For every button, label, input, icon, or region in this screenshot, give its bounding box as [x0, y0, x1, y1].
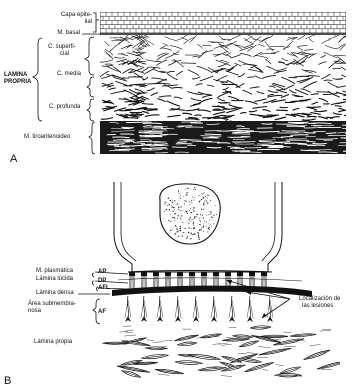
- bracket-epithelium: [93, 13, 96, 32]
- bracket-lamina-propria: [33, 38, 42, 121]
- label-c-superficial-2: cial: [60, 51, 69, 57]
- epithelial-layer: [100, 12, 346, 33]
- panel-b-brackets: [78, 272, 290, 324]
- panel-b-letter: B: [4, 375, 11, 387]
- label-c-profunda: C. profunda: [49, 104, 80, 110]
- label-afl: AFL: [98, 285, 110, 291]
- label-localizacion-2: las lesiones: [302, 303, 333, 309]
- label-lamina-densa: Lámina densa: [36, 290, 74, 296]
- panel-a-tissue: [100, 12, 352, 154]
- label-capa-epitelial-1: Capa epite-: [20, 12, 92, 18]
- anchoring-fibrils: [125, 296, 273, 322]
- lamina-densa-band: [112, 286, 312, 297]
- nucleus: [160, 184, 220, 244]
- label-lamina-propria-1: LAMINA: [4, 72, 27, 78]
- label-c-media: C. media: [57, 71, 81, 77]
- thyroarytenoid-muscle: [100, 121, 352, 154]
- label-localizacion-1: Localización de: [299, 296, 340, 302]
- panel-a-letter: A: [10, 153, 17, 165]
- bracket-superficial: [85, 37, 94, 75]
- panel-b-cell: [114, 182, 282, 272]
- label-m-plasmatica: M. plasmática: [36, 268, 73, 274]
- label-dp: DP: [98, 278, 106, 284]
- bracket-muscle: [89, 122, 95, 154]
- bracket-profunda: [87, 99, 94, 121]
- label-m-basal: M. basal: [20, 30, 80, 36]
- lamina-propria-fibers: [100, 26, 352, 122]
- label-ap: AP: [98, 269, 106, 275]
- label-lamina-propria-2: PROPRIA: [4, 79, 31, 85]
- label-lamina-lucida: Lámina lúcida: [36, 276, 73, 282]
- label-lamina-propia: Lámina propia: [34, 339, 72, 345]
- label-area-submembranosa-1: Área submembra-: [28, 301, 76, 307]
- lamina-propia-fibroblasts: [102, 326, 347, 377]
- label-area-submembranosa-2: nosa: [28, 308, 41, 314]
- arrow-lesion-3: [262, 299, 290, 318]
- label-m-tiroaritenoideo: M. tiroaritenoideo: [24, 134, 70, 140]
- label-capa-epitelial-2: lial: [20, 19, 92, 25]
- bracket-media: [87, 77, 94, 97]
- label-af: AF: [98, 309, 106, 315]
- label-c-superficial-1: C. superfi-: [48, 44, 76, 50]
